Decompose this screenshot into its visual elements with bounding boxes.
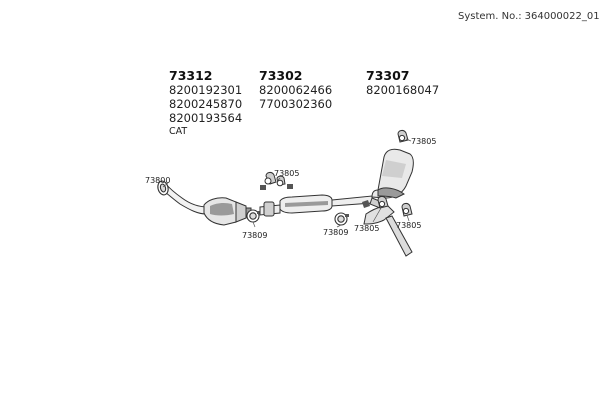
part-type-label: CAT [169,126,188,137]
callout-front-pipe-gasket: 73800 [145,176,170,185]
callout-mount-tailpipe: 73805 [396,221,421,230]
front-downpipe [161,183,209,215]
rubber-mount-rear-top [397,130,409,143]
part-group-code: 73307 [366,68,410,83]
system-number-value: 364000022_01 [524,11,600,22]
part-number: 8200245870 [169,97,243,111]
leader-lines [162,138,412,228]
callout-clamp-center: 73809 [323,228,348,237]
part-number: 8200193564 [169,111,243,125]
part-group-rear-silencer: 73307 8200168047 [366,68,439,97]
rear-silencer [363,148,414,257]
middle-silencer [259,194,373,217]
clamp-center [334,212,349,226]
part-group-code: 73312 [169,68,213,83]
part-number: 8200192301 [169,83,243,97]
part-number: 7700302360 [259,97,333,111]
callout-mount-rear-top: 73805 [411,137,436,146]
catalytic-converter [203,197,252,226]
clamp-left [246,209,261,223]
callout-mount-rear-lower: 73805 [354,224,379,233]
part-group-middle-silencer: 73302 8200062466 7700302360 [259,68,332,111]
rubber-mount-tailpipe [401,203,413,217]
part-number: 8200168047 [366,83,440,97]
rubber-mount-center [260,172,293,190]
callout-clamp-left: 73809 [242,231,267,240]
part-group-catalytic-converter: 73312 8200192301 8200245870 8200193564 C… [169,68,242,139]
part-number: 8200062466 [259,83,333,97]
part-group-code: 73302 [259,68,303,83]
system-number: System. No.:364000022_01 [458,11,600,22]
system-number-label: System. No.: [458,11,522,22]
rubber-mount-rear-lower [362,196,389,209]
callout-mount-center: 73805 [274,169,299,178]
